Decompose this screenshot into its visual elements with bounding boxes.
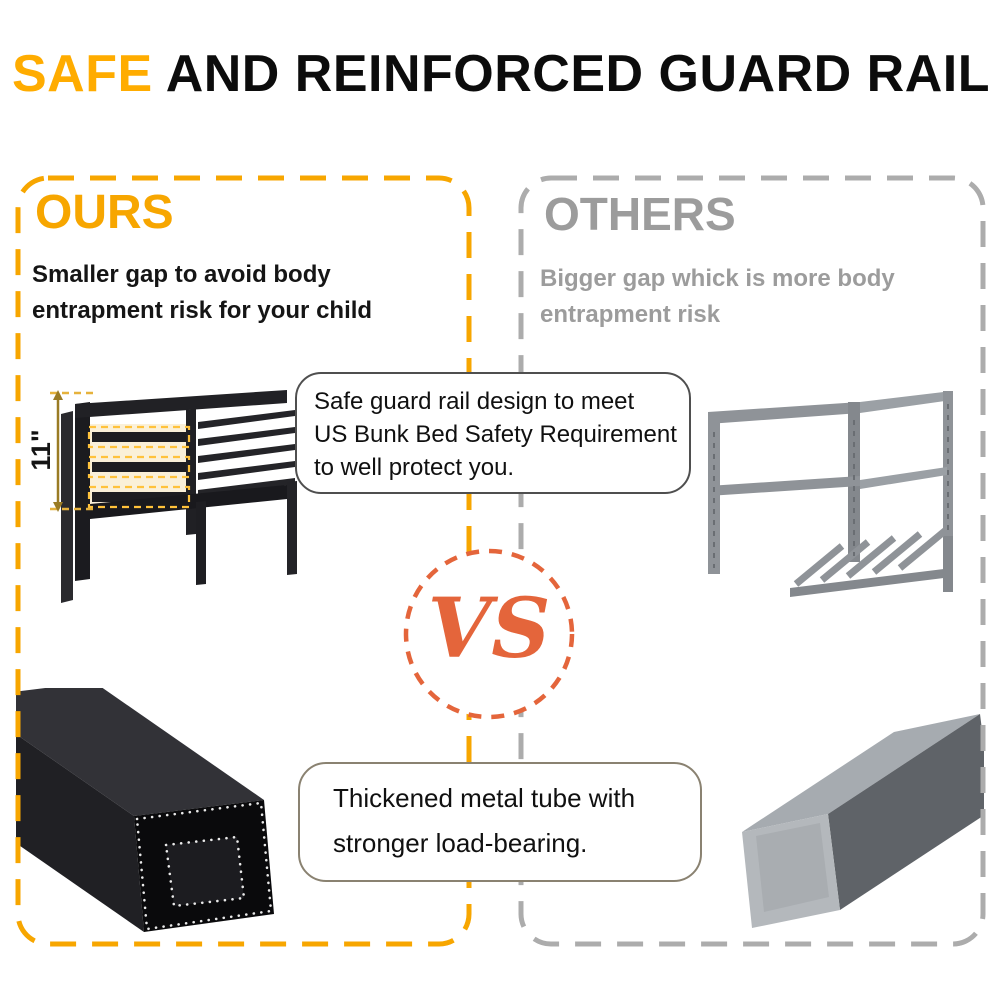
others-tube-illustration bbox=[742, 714, 984, 928]
gap-measurement-label: 11" bbox=[26, 429, 56, 470]
gap-measurement: 11" bbox=[26, 390, 95, 512]
ours-description-line2: entrapment risk for your child bbox=[32, 297, 373, 324]
vs-badge: VS bbox=[403, 548, 575, 720]
ours-description-line1: Smaller gap to avoid body bbox=[32, 261, 331, 288]
others-description-line1: Bigger gap whick is more body bbox=[540, 265, 895, 292]
others-description-line2: entrapment risk bbox=[540, 301, 721, 328]
others-bed-illustration bbox=[708, 391, 953, 597]
title-rest: AND REINFORCED GUARD RAIL bbox=[152, 45, 990, 103]
safety-callout: Safe guard rail design to meet US Bunk B… bbox=[295, 372, 691, 494]
page-title: SAFE AND REINFORCED GUARD RAIL bbox=[12, 44, 990, 104]
tube-callout-line2: stronger load-bearing. bbox=[333, 827, 588, 858]
tube-callout: Thickened metal tube with stronger load-… bbox=[298, 762, 702, 882]
safety-callout-line2: US Bunk Bed Safety Requirement bbox=[314, 421, 677, 449]
measurement-arrow-down bbox=[53, 502, 63, 512]
others-description: Bigger gap whick is more body entrapment… bbox=[540, 261, 895, 333]
vs-label: VS bbox=[427, 581, 551, 677]
others-label: OTHERS bbox=[544, 188, 736, 240]
others-panel: OTHERS Bigger gap whick is more body ent… bbox=[518, 175, 986, 947]
ours-tube-illustration bbox=[16, 688, 274, 932]
title-highlight: SAFE bbox=[12, 45, 153, 103]
ours-description: Smaller gap to avoid body entrapment ris… bbox=[32, 257, 372, 329]
ours-label: OURS bbox=[35, 186, 174, 239]
safety-callout-line3: to well protect you. bbox=[314, 454, 515, 482]
measurement-arrow-up bbox=[53, 390, 63, 400]
ours-panel: OURS Smaller gap to avoid body entrapmen… bbox=[15, 175, 472, 947]
safety-callout-line1: Safe guard rail design to meet bbox=[314, 388, 635, 415]
tube-callout-line1: Thickened metal tube with bbox=[333, 783, 636, 813]
